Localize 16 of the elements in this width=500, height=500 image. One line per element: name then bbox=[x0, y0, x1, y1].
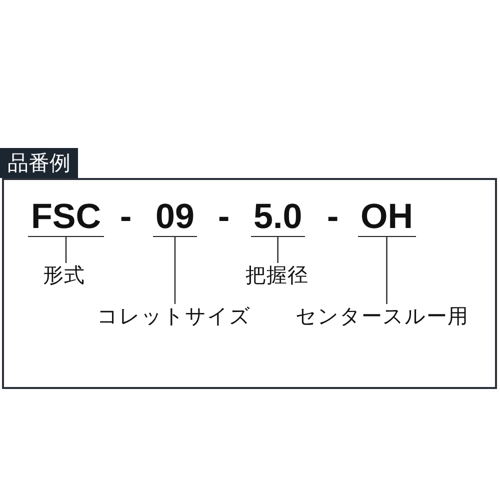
separator-dash: - bbox=[120, 199, 132, 234]
leader-line bbox=[174, 237, 176, 304]
code-segment: OH bbox=[358, 199, 416, 237]
segment-label: 把握径 bbox=[246, 263, 308, 287]
code-segment: FSC bbox=[28, 199, 104, 237]
segment-label: 形式 bbox=[43, 263, 85, 287]
leader-line bbox=[65, 237, 67, 263]
leader-line bbox=[277, 237, 278, 263]
code-segment: 5.0 bbox=[250, 199, 306, 237]
segment-label: センタースルー用 bbox=[296, 304, 468, 328]
leader-line bbox=[386, 237, 388, 304]
separator-dash: - bbox=[327, 199, 339, 234]
heading-tab: 品番例 bbox=[0, 148, 78, 178]
segment-label: コレットサイズ bbox=[97, 304, 251, 328]
code-segment: 09 bbox=[152, 199, 198, 237]
separator-dash: - bbox=[218, 199, 230, 234]
